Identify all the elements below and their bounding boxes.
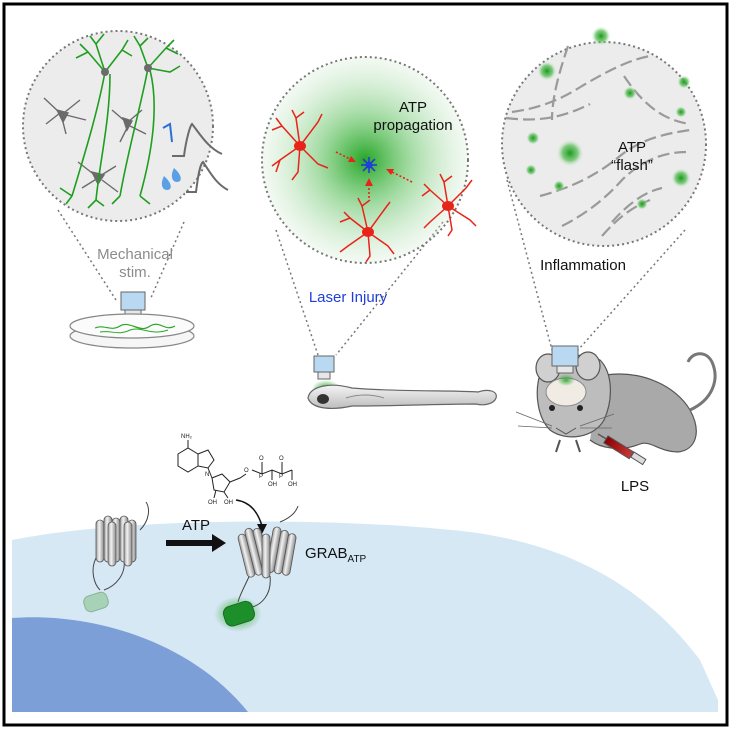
atp-molecule-structure	[177, 440, 293, 499]
mechanical-stim-label-line1: Mechanical	[97, 246, 173, 263]
mouse-zoom-lines	[506, 179, 686, 351]
svg-text:O: O	[259, 456, 264, 462]
atp-propagation-line1: ATP	[399, 99, 427, 116]
atp-propagation-line2: propagation	[373, 117, 452, 134]
atp-arrow-label: ATP	[182, 517, 210, 534]
svg-text:OH: OH	[288, 482, 297, 488]
receptor-bound	[214, 505, 299, 632]
svg-text:O: O	[244, 468, 249, 474]
fish-objective-icon	[313, 355, 335, 380]
green-neuron-somas	[101, 64, 152, 76]
grey-neurons	[43, 97, 147, 193]
petri-dish-icon	[69, 313, 195, 349]
atp-flash-dots	[525, 26, 691, 210]
laser-injury-label: Laser Injury	[309, 289, 388, 306]
cell-culture-zoom-lines	[57, 209, 185, 301]
svg-text:OH: OH	[208, 500, 217, 506]
droplet-icon	[161, 168, 181, 190]
svg-text:P: P	[279, 474, 283, 480]
svg-text:OH: OH	[268, 482, 277, 488]
whiskers	[515, 411, 615, 429]
zebrafish-larva	[307, 380, 497, 409]
green-neurons	[59, 33, 181, 209]
microglia-cells	[271, 109, 477, 263]
injury-site-icon	[361, 157, 377, 173]
zebrafish-zoom-lines	[275, 221, 444, 356]
svg-text:P: P	[259, 474, 263, 480]
svg-text:NH₂: NH₂	[181, 434, 193, 440]
calcium-trace	[172, 122, 229, 193]
inflammation-label: Inflammation	[540, 257, 626, 274]
mouse-inset	[501, 26, 707, 247]
migration-arrows	[335, 151, 413, 198]
cell-culture-inset	[22, 30, 229, 222]
microglia-somas	[294, 141, 454, 237]
binding-arrow	[235, 499, 267, 534]
atp-flash-line1: ATP	[618, 139, 646, 156]
atp-activation-arrow	[166, 534, 226, 552]
cpgfp-bright	[222, 600, 255, 627]
pipette-icon	[162, 122, 173, 143]
mouse-illustration	[515, 351, 717, 453]
mouse-objective-icon	[551, 345, 579, 374]
nucleus	[12, 617, 248, 712]
syringe-icon	[597, 433, 647, 466]
receptor-unbound	[83, 501, 149, 613]
svg-text:O: O	[279, 456, 284, 462]
mechanical-stim-label-line2: stim.	[119, 264, 151, 281]
grab-atp-label: GRABATP	[305, 545, 367, 565]
atp-flash-line2: “flash”	[611, 157, 653, 174]
atp-molecule-labels: NH₂ O O P O P OH OH OH OH N	[181, 434, 297, 506]
lps-label: LPS	[621, 478, 649, 495]
cpgfp-dim	[83, 591, 109, 613]
svg-text:N: N	[205, 472, 209, 478]
svg-text:OH: OH	[224, 500, 233, 506]
zebrafish-inset	[261, 56, 477, 264]
